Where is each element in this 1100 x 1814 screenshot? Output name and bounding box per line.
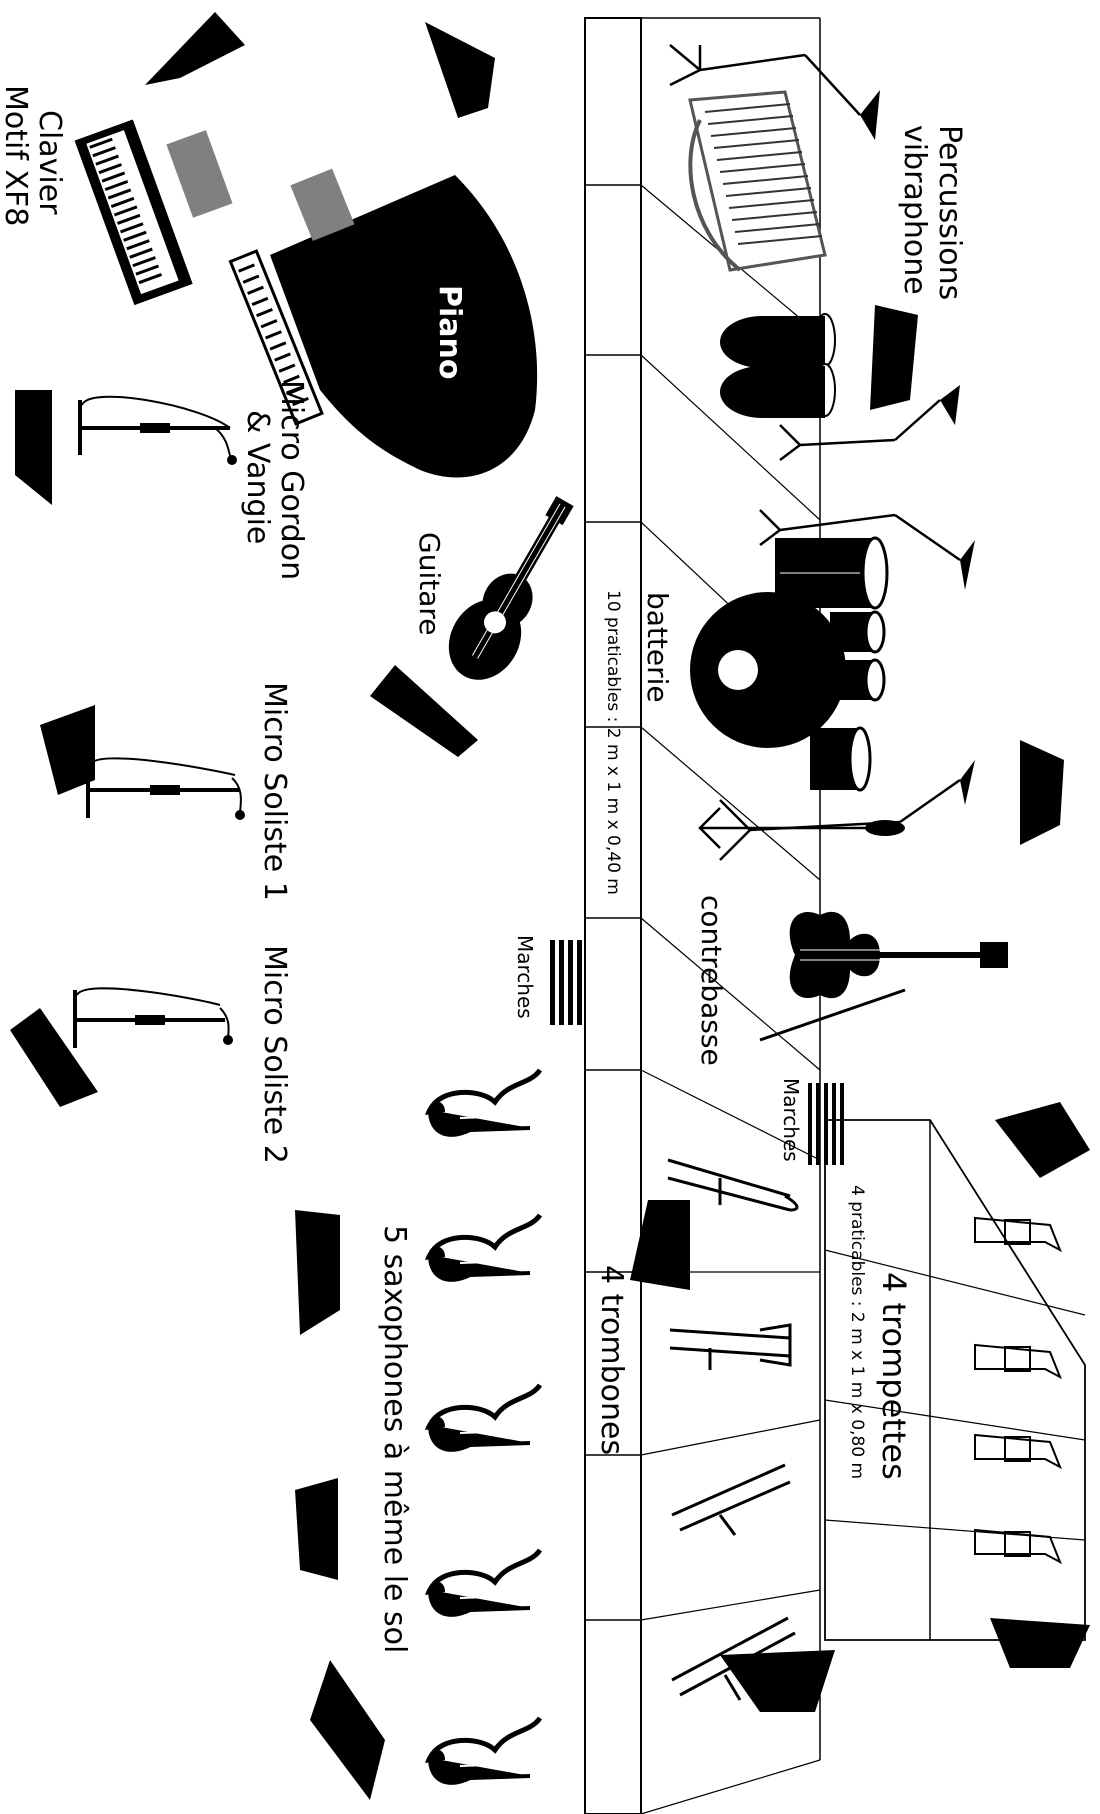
wedge-5 <box>40 705 95 795</box>
label-saxophones: 5 saxophones à même le sol <box>377 1225 412 1653</box>
trombone-1 <box>667 1158 799 1212</box>
mic-soliste-1 <box>86 757 245 820</box>
label-marches-rear: Marches <box>779 1078 803 1162</box>
bass-drum <box>690 592 846 748</box>
label-motif: Motif XF8 <box>0 85 33 226</box>
snare <box>810 726 872 792</box>
steps-front <box>548 940 584 1025</box>
mic-gordon-vangie <box>78 395 237 465</box>
label-percussions: Percussions <box>932 125 967 300</box>
mic-stand-4 <box>719 778 961 861</box>
trombone-4 <box>671 1616 796 1701</box>
label-trombones: 4 trombones <box>594 1265 629 1455</box>
vibraphone <box>688 90 827 272</box>
wedge-14 <box>990 1618 1090 1668</box>
saxophones <box>425 1068 543 1785</box>
mic-soliste-2 <box>73 987 233 1048</box>
wedge-15 <box>720 1650 835 1712</box>
music-stand <box>166 130 233 218</box>
wedge-9 <box>310 1660 385 1800</box>
grand-piano <box>228 168 538 478</box>
guitar <box>448 496 574 680</box>
drum-kit <box>690 536 905 849</box>
label-trompettes: 4 trompettes <box>875 1272 913 1480</box>
trumpet-3 <box>974 1433 1062 1470</box>
label-praticables-4: 4 praticables : 2 m x 1 m x 0,80 m <box>847 1185 867 1479</box>
hi-hat <box>698 807 905 849</box>
mic-stand-3 <box>759 509 961 562</box>
main-riser <box>584 17 821 1814</box>
wedge-11 <box>870 305 918 410</box>
trumpet-1 <box>974 1216 1062 1253</box>
wedge-2 <box>425 22 495 118</box>
label-micro-soliste-2: Micro Soliste 2 <box>257 945 292 1164</box>
music-stand <box>290 168 355 242</box>
saxophone-2 <box>425 1213 543 1282</box>
wedge-3 <box>15 390 52 505</box>
wedge-10 <box>630 1200 690 1290</box>
trombones <box>667 1158 799 1701</box>
trumpet-4 <box>974 1528 1062 1565</box>
double-bass <box>759 911 1008 1042</box>
saxophone-1 <box>425 1068 543 1137</box>
steps-rear <box>808 1083 844 1165</box>
label-contrebasse: contrebasse <box>695 895 728 1066</box>
wedge-7 <box>295 1210 340 1335</box>
wedge-12 <box>1020 740 1064 845</box>
trumpets <box>974 1216 1062 1565</box>
keyboard-motif <box>74 119 233 306</box>
trombone-2 <box>669 1323 792 1370</box>
trumpet-2 <box>974 1343 1062 1380</box>
label-vibraphone: vibraphone <box>897 125 932 295</box>
mic-stand-1 <box>669 44 861 116</box>
wedge-4 <box>370 665 478 757</box>
label-micro-soliste-1: Micro Soliste 1 <box>257 682 292 901</box>
trombone-3 <box>671 1463 791 1536</box>
saxophone-4 <box>425 1548 543 1617</box>
congas <box>720 313 836 418</box>
mic-heads <box>860 90 975 805</box>
wedge-1 <box>145 12 245 85</box>
saxophone-5 <box>425 1716 543 1785</box>
label-batterie: batterie <box>641 592 674 703</box>
label-micro-gordon: Micro Gordon <box>274 380 309 580</box>
label-piano: Piano <box>432 285 467 379</box>
label-clavier: Clavier <box>32 110 67 215</box>
label-vangie: & Vangie <box>240 410 275 544</box>
monitor-wedges <box>10 12 1090 1800</box>
tom-2 <box>830 658 886 702</box>
mic-stand-2 <box>779 399 941 461</box>
wedge-8 <box>295 1478 338 1580</box>
wedge-13 <box>995 1102 1090 1178</box>
label-praticables-10: 10 praticables : 2 m x 1 m x 0,40 m <box>603 590 623 895</box>
saxophone-3 <box>425 1383 543 1452</box>
wedge-6 <box>10 1008 98 1107</box>
label-guitare: Guitare <box>413 532 446 635</box>
tom-1 <box>830 610 886 654</box>
trumpet-riser <box>824 1119 1086 1641</box>
label-marches-front: Marches <box>513 935 537 1019</box>
